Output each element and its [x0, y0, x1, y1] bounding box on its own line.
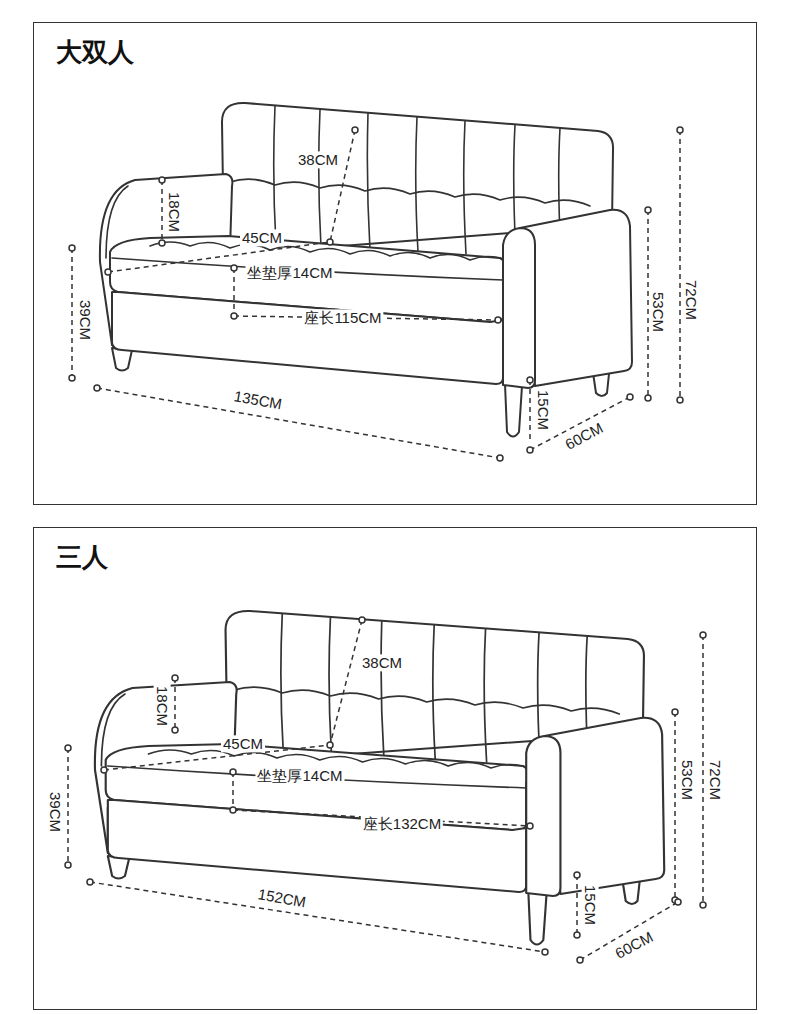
dimension-label: 坐垫厚14CM: [245, 264, 334, 281]
dimension-label: 座长132CM: [361, 815, 443, 832]
dimension-label: 60CM: [611, 927, 658, 963]
dimension-label: 38CM: [296, 151, 340, 168]
dimension-lines: [68, 130, 703, 960]
dimension-label: 60CM: [561, 418, 608, 454]
dimension-label: 座长115CM: [302, 309, 383, 326]
dimension-label: 45CM: [240, 229, 284, 246]
dimension-dots: [65, 127, 706, 963]
dimension-label: 18CM: [153, 684, 170, 728]
dimension-label: 72CM: [706, 758, 723, 802]
dimension-label: 53CM: [678, 758, 695, 802]
dimension-label: 15CM: [534, 388, 551, 432]
dimension-label: 152CM: [255, 885, 310, 911]
dimension-label: 15CM: [581, 883, 598, 927]
dimension-label: 53CM: [649, 290, 666, 334]
three-seat-drawing: [95, 611, 664, 945]
dimension-label: 18CM: [165, 190, 182, 234]
dimension-label: 135CM: [231, 387, 286, 413]
dimension-label: 39CM: [46, 790, 63, 834]
panel-title: 三人: [56, 542, 108, 573]
dimension-label: 39CM: [76, 298, 93, 342]
loveseat-drawing: [100, 103, 632, 437]
panel-title: 大双人: [56, 37, 134, 68]
dimension-label: 72CM: [682, 278, 699, 322]
dimension-label: 坐垫厚14CM: [255, 767, 344, 784]
dimension-label: 45CM: [221, 735, 265, 752]
panel-box: 大双人: [33, 22, 757, 505]
dimension-label: 38CM: [360, 654, 404, 671]
